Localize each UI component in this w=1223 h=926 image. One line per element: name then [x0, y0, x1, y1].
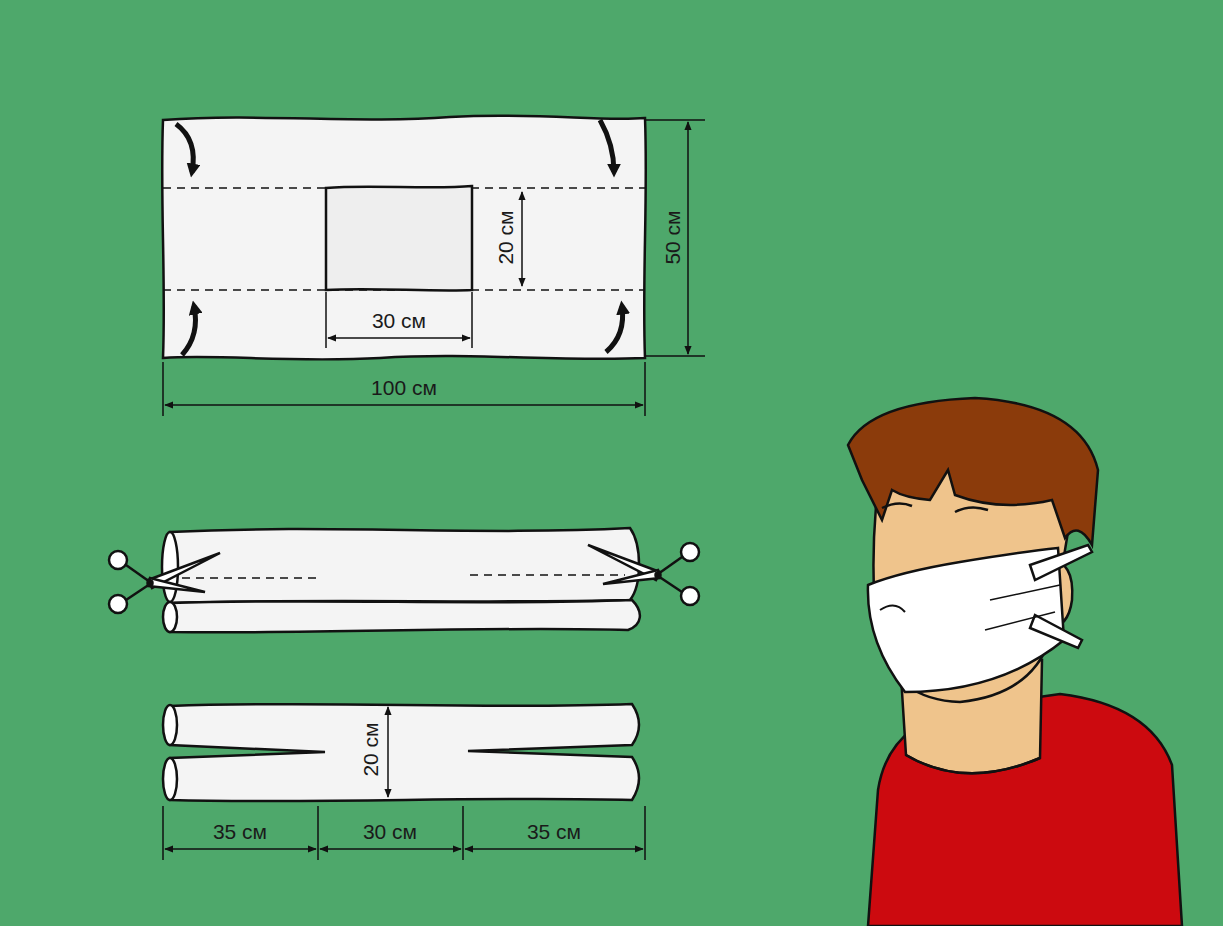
- dimension-label: 30 см: [363, 820, 417, 843]
- scissors-part: [148, 581, 153, 586]
- dimension-label: 50 см: [660, 211, 683, 265]
- cloth-unfolded-part: [162, 116, 646, 360]
- scissors-part: [658, 557, 682, 574]
- person: [848, 398, 1182, 926]
- dimension-line-part: [521, 192, 523, 286]
- dimension-label: 20 см: [493, 211, 516, 265]
- dimension-line-part: [165, 404, 643, 406]
- dimension-label: 20 см: [358, 723, 381, 777]
- dimension-line-part: [465, 848, 643, 850]
- dimension-label: 35 см: [527, 820, 581, 843]
- dimension-line: [163, 707, 645, 860]
- cloth-folded-part: [470, 574, 625, 576]
- dimension-label: 100 см: [371, 376, 437, 399]
- fold-arrow-part: [600, 120, 614, 172]
- cloth-cut: [163, 704, 639, 801]
- dimension-line-part: [645, 355, 705, 357]
- scissors-part: [656, 573, 661, 578]
- dimension-label: 35 см: [213, 820, 267, 843]
- scissors-part: [658, 576, 682, 592]
- dimension-line-part: [462, 806, 464, 860]
- scissors-part: [603, 570, 660, 584]
- dimension-line-part: [328, 337, 470, 339]
- dimension-line-part: [162, 806, 164, 860]
- dimension-line-part: [387, 707, 389, 797]
- person-part: [848, 398, 1098, 545]
- scissors: [109, 551, 220, 613]
- scissors-part: [126, 565, 150, 582]
- fold-arrow-part: [606, 306, 623, 352]
- scissors-part: [681, 587, 699, 605]
- cloth-cut-part: [163, 758, 177, 800]
- person-part: [882, 503, 912, 508]
- scissors-part: [681, 543, 699, 561]
- scissors-part: [148, 578, 205, 592]
- dimension-line-part: [317, 806, 319, 860]
- person-part: [880, 605, 905, 612]
- cloth-cut-part: [170, 704, 639, 801]
- person-part: [1030, 615, 1082, 648]
- fold-arrow-part: [176, 124, 193, 172]
- person-part: [985, 612, 1055, 630]
- cloth-folded-part: [170, 600, 640, 632]
- cloth-cut-part: [163, 705, 177, 745]
- scissors: [588, 543, 699, 605]
- dimension-line: [163, 120, 705, 416]
- person-part: [906, 755, 1040, 773]
- person-part: [955, 507, 988, 512]
- dimension-line-part: [325, 292, 327, 348]
- fold-arrow: [176, 120, 623, 355]
- person-part: [990, 585, 1060, 600]
- scissors-part: [126, 584, 150, 600]
- dimension-line-part: [162, 362, 164, 416]
- cloth-unfolded: [162, 116, 646, 360]
- scissors-part: [109, 595, 127, 613]
- cloth-folded-part: [163, 602, 177, 632]
- dimension-label: 30 см: [372, 309, 426, 332]
- cloth-folded-part: [170, 528, 639, 603]
- cloth-folded-part: [162, 532, 178, 602]
- person-part: [1030, 545, 1092, 580]
- cloth-folded: [162, 528, 640, 632]
- dimension-line-part: [471, 292, 473, 348]
- dimension-line-part: [645, 119, 705, 121]
- scissors-part: [109, 551, 127, 569]
- cloth-unfolded-part: [326, 186, 472, 290]
- dimension-line-part: [165, 848, 316, 850]
- dimension-line-part: [644, 806, 646, 860]
- cloth-folded-part: [182, 577, 320, 579]
- dimension-line-part: [687, 122, 689, 354]
- dimension-line-part: [644, 362, 646, 416]
- fold-arrow-part: [182, 306, 196, 355]
- dimension-line-part: [320, 848, 461, 850]
